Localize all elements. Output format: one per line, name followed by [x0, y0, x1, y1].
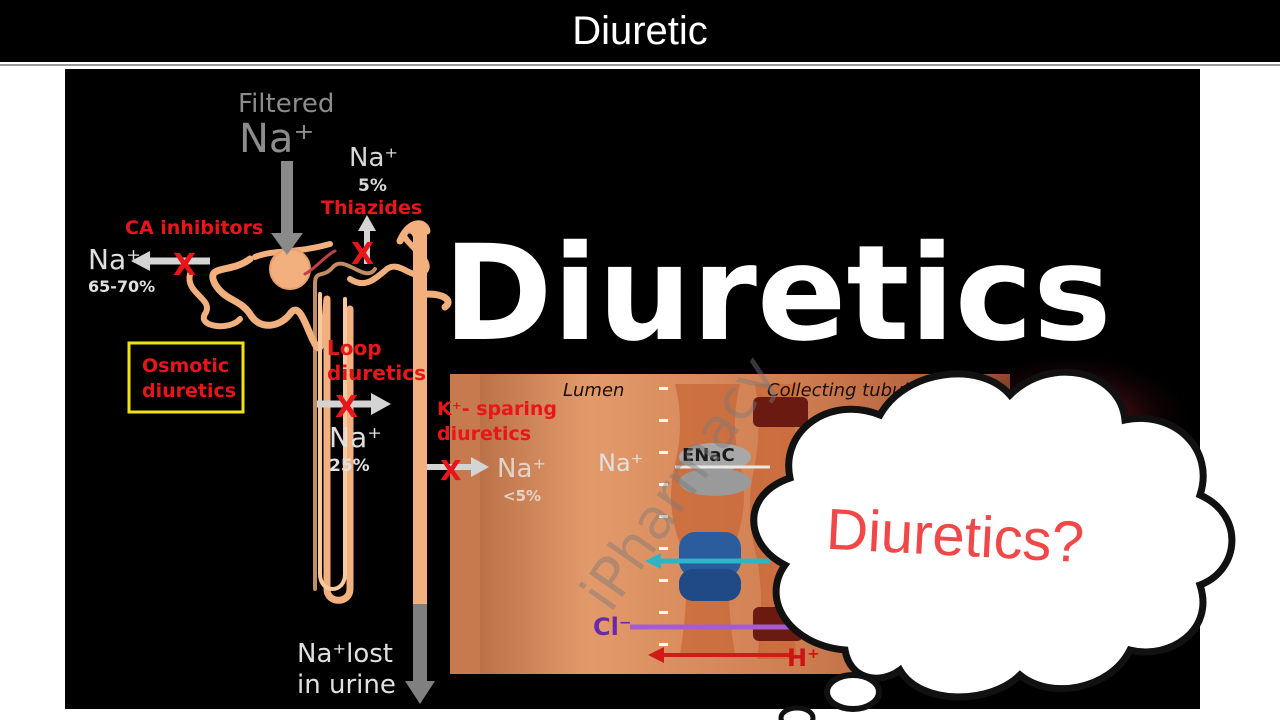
title-divider — [0, 64, 1280, 66]
nephron-diagram: Lumen Collecting tubules Na⁺ ENaC Cl⁻ H⁺… — [88, 89, 1200, 704]
title-bar: Diuretic — [0, 0, 1280, 62]
loop-na-pct: 25% — [329, 456, 370, 476]
top-na-label: Na⁺ — [349, 143, 398, 173]
page-title: Diuretic — [572, 8, 708, 53]
ksparing-arrow — [427, 457, 489, 477]
lost-line1: Na⁺lost — [297, 639, 393, 669]
cell-na-label: Na⁺ — [598, 449, 643, 477]
loop-block-x: X — [335, 390, 358, 425]
lumen-label: Lumen — [563, 380, 624, 401]
cl-label: Cl⁻ — [593, 613, 632, 641]
thiazide-block-x: X — [351, 237, 374, 272]
ksparing-na-pct: <5% — [503, 487, 541, 505]
ca-inhibitors-label: CA inhibitors — [125, 217, 263, 239]
loop-arrow — [317, 393, 391, 415]
top-na-pct: 5% — [358, 176, 387, 196]
loop-line2: diuretics — [327, 361, 426, 385]
osmotic-line2: diuretics — [142, 380, 236, 402]
lost-line2: in urine — [297, 670, 396, 700]
diagram-panel: Lumen Collecting tubules Na⁺ ENaC Cl⁻ H⁺… — [65, 69, 1200, 709]
cloud-bubble-2 — [778, 705, 816, 720]
osmotic-box — [127, 341, 245, 414]
collecting-tubules-label: Collecting tubules — [767, 380, 929, 401]
collecting-tubule-cell: Lumen Collecting tubules Na⁺ ENaC Cl⁻ H⁺ — [450, 349, 1200, 674]
filtered-na-arrow — [271, 161, 303, 255]
glomerulus — [269, 248, 311, 290]
ksparing-line2: diuretics — [437, 423, 531, 445]
ca-block-x: X — [173, 248, 196, 283]
filtered-label: Filtered — [238, 89, 334, 119]
h-label: H⁺ — [787, 644, 820, 672]
thiazides-label: Thiazides — [321, 197, 422, 219]
ksparing-na-label: Na⁺ — [497, 454, 546, 484]
big-diuretics-title: Diuretics — [443, 217, 1112, 371]
left-na-label: Na⁺ — [88, 243, 141, 276]
ksparing-line1: K⁺- sparing — [437, 398, 557, 420]
thiazide-arrow — [358, 215, 376, 264]
loop-line1: Loop — [327, 336, 382, 360]
loop-na-label: Na⁺ — [329, 421, 382, 454]
nephron-tubule — [186, 220, 452, 611]
ca-inhibitor-arrow — [131, 251, 210, 271]
filtered-na-label: Na⁺ — [239, 116, 315, 162]
enac-label: ENaC — [682, 445, 735, 466]
osmotic-line1: Osmotic — [142, 355, 229, 377]
ksparing-block-x: X — [440, 454, 462, 487]
left-na-pct: 65-70% — [88, 277, 155, 296]
